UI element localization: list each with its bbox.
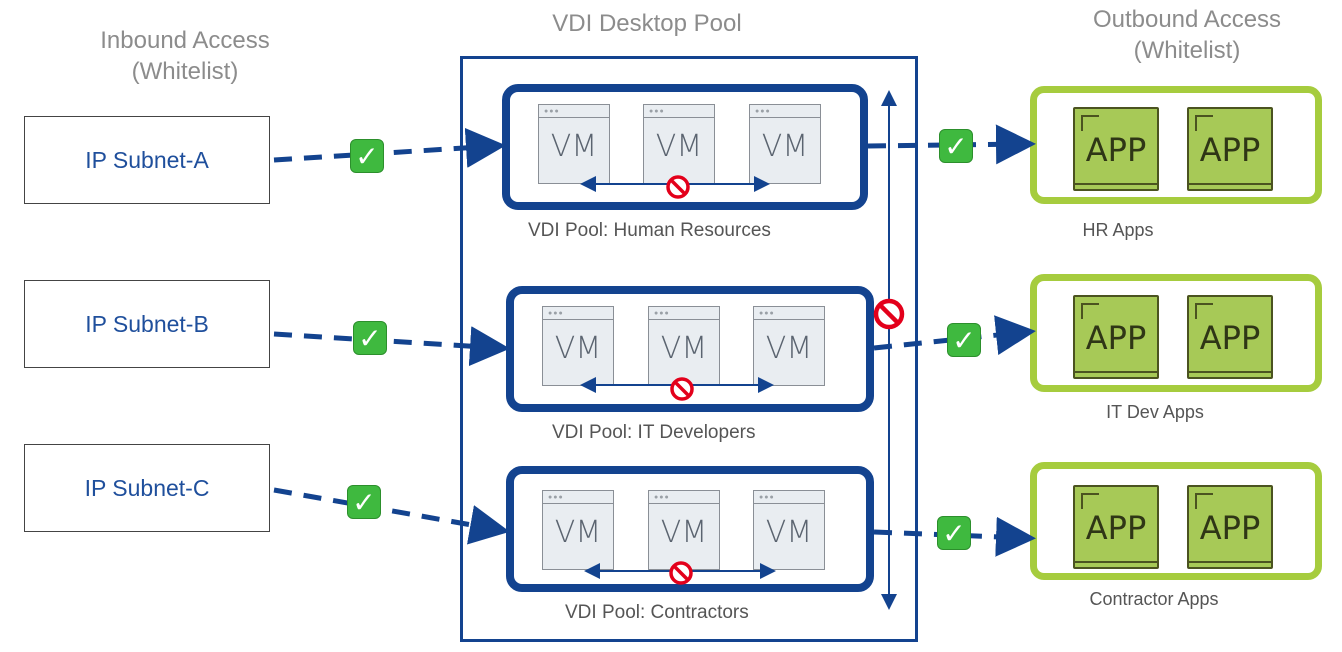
pool-label-hr: VDI Pool: Human Resources <box>528 220 771 241</box>
apps-label-it: IT Dev Apps <box>1106 402 1204 422</box>
outbound-heading-line1: Outbound Access <box>1092 6 1282 33</box>
app-label: APP <box>1199 131 1261 169</box>
inbound-arrow-b <box>273 326 510 367</box>
app-label: APP <box>1199 319 1261 357</box>
vm-window: ●●● VM <box>753 306 825 386</box>
vm-label: VM <box>761 129 809 164</box>
app-tile: APP <box>1187 107 1273 191</box>
check-mark-icon: ✓ <box>353 321 387 355</box>
vm-label: VM <box>765 515 813 550</box>
inbound-heading-line1: Inbound Access <box>100 27 270 54</box>
check-mark-icon: ✓ <box>947 323 981 357</box>
inbound-heading: Inbound Access (Whitelist) <box>60 25 310 87</box>
app-label: APP <box>1085 131 1147 169</box>
app-tile: APP <box>1073 107 1159 191</box>
outbound-heading-line2: (Whitelist) <box>1133 37 1241 64</box>
window-dots-icon: ●●● <box>759 494 775 501</box>
subnet-c-box: IP Subnet-C <box>24 444 270 532</box>
vm-window: ●●● VM <box>538 104 610 184</box>
app-label: APP <box>1085 509 1147 547</box>
app-tile: APP <box>1073 295 1159 379</box>
window-dots-icon: ●●● <box>759 310 775 317</box>
window-dots-icon: ●●● <box>654 494 670 501</box>
window-dots-icon: ●●● <box>654 310 670 317</box>
vm-label: VM <box>765 331 813 366</box>
vm-label: VM <box>554 515 602 550</box>
check-mark-icon: ✓ <box>350 139 384 173</box>
pool-label-it: VDI Pool: IT Developers <box>552 422 756 443</box>
no-entry-icon <box>873 298 905 330</box>
inbound-arrow-a <box>273 127 506 168</box>
check-mark-icon: ✓ <box>347 485 381 519</box>
no-entry-icon <box>666 175 690 199</box>
vm-window: ●●● VM <box>749 104 821 184</box>
window-dots-icon: ●●● <box>649 108 665 115</box>
app-tile: APP <box>1187 295 1273 379</box>
outbound-arrow-hr <box>867 124 1036 165</box>
window-dots-icon: ●●● <box>548 494 564 501</box>
pool-label-contractors: VDI Pool: Contractors <box>565 602 749 623</box>
vm-label: VM <box>655 129 703 164</box>
vm-window: ●●● VM <box>648 490 720 570</box>
app-label: APP <box>1199 509 1261 547</box>
outbound-heading: Outbound Access (Whitelist) <box>1062 4 1312 66</box>
no-entry-icon <box>670 377 694 401</box>
no-entry-icon <box>669 561 693 585</box>
vm-window: ●●● VM <box>542 490 614 570</box>
vm-window: ●●● VM <box>542 306 614 386</box>
vm-label: VM <box>550 129 598 164</box>
window-dots-icon: ●●● <box>548 310 564 317</box>
check-mark-icon: ✓ <box>939 129 973 163</box>
apps-label-contractors: Contractor Apps <box>1089 589 1219 609</box>
inbound-heading-line2: (Whitelist) <box>131 58 239 85</box>
vm-window: ●●● VM <box>648 306 720 386</box>
vm-label: VM <box>660 331 708 366</box>
app-tile: APP <box>1187 485 1273 569</box>
inbound-arrow-c <box>273 487 510 545</box>
vm-window: ●●● VM <box>643 104 715 184</box>
window-dots-icon: ●●● <box>755 108 771 115</box>
vm-window: ●●● VM <box>753 490 825 570</box>
app-tile: APP <box>1073 485 1159 569</box>
subnet-b-box: IP Subnet-B <box>24 280 270 368</box>
it-dev-apps-box: APP APP <box>1030 274 1322 392</box>
apps-label-hr: HR Apps <box>1082 220 1154 240</box>
app-label: APP <box>1085 319 1147 357</box>
pool-heading: VDI Desktop Pool <box>552 10 742 37</box>
vm-label: VM <box>554 331 602 366</box>
window-dots-icon: ●●● <box>544 108 560 115</box>
vdi-desktop-pool-frame <box>460 56 918 642</box>
check-mark-icon: ✓ <box>937 516 971 550</box>
subnet-a-box: IP Subnet-A <box>24 116 270 204</box>
vm-label: VM <box>660 515 708 550</box>
